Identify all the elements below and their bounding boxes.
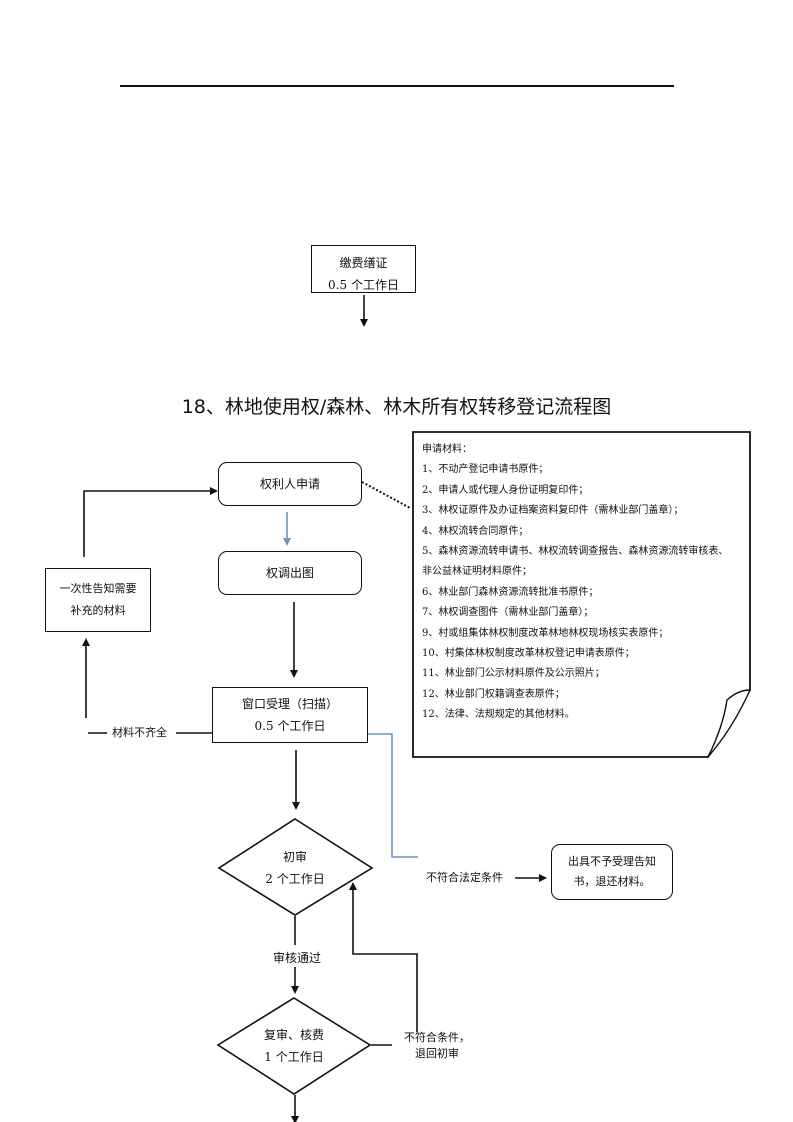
return-line2: 退回初审 bbox=[415, 1047, 459, 1060]
incomplete-label: 材料不齐全 bbox=[112, 725, 167, 741]
header-rule bbox=[120, 85, 674, 87]
materials-heading: 申请材料： bbox=[422, 444, 472, 455]
reject-line1: 出具不予受理告知 bbox=[568, 855, 656, 868]
first-review-label: 初审 bbox=[282, 850, 307, 864]
window-label: 窗口受理（扫描） bbox=[241, 697, 338, 711]
materials-item: 9、村或组集体林权制度改革林地林权现场核实表原件； bbox=[422, 627, 669, 639]
apply-label: 权利人申请 bbox=[259, 477, 320, 491]
return-label: 不符合条件， 退回初审 bbox=[404, 1030, 470, 1062]
survey-map-box: 权调出图 bbox=[218, 551, 362, 595]
arrow-notify-apply bbox=[83, 487, 218, 557]
apply-box: 权利人申请 bbox=[218, 462, 362, 506]
first-review-diamond bbox=[217, 818, 374, 916]
passed-label: 审核通过 bbox=[273, 950, 322, 966]
first-review-text: 初审 2 个工作日 bbox=[245, 846, 345, 890]
second-review-diamond bbox=[216, 997, 372, 1095]
notify-line1: 一次性告知需要 bbox=[59, 582, 137, 595]
dotted-leader bbox=[361, 481, 411, 509]
materials-item: 5、森林资源流转申请书、林权流转调查报告、森林资源流转审核表、 bbox=[422, 546, 729, 558]
reject-line2: 书，退还材料。 bbox=[573, 875, 651, 888]
materials-item: 12、林业部门权籍调查表原件； bbox=[422, 688, 565, 700]
materials-list: 申请材料： 1、不动产登记申请书原件； 2、申请人或代理人身份证明复印件； 3、… bbox=[422, 440, 728, 726]
payment-certificate-box: 缴费缮证 0.5 个工作日 bbox=[311, 245, 416, 293]
payment-label: 缴费缮证 bbox=[339, 256, 388, 270]
blue-connector bbox=[368, 733, 418, 858]
not-legal-label: 不符合法定条件 bbox=[426, 870, 503, 886]
window-acceptance-box: 窗口受理（扫描） 0.5 个工作日 bbox=[212, 687, 368, 743]
second-review-label: 复审、核费 bbox=[263, 1028, 324, 1042]
arrow-return-review bbox=[349, 882, 418, 1032]
materials-item: 6、林业部门森林资源流转批准书原件； bbox=[422, 586, 599, 598]
first-review-duration: 2 个工作日 bbox=[265, 872, 325, 886]
second-review-duration: 1 个工作日 bbox=[264, 1050, 324, 1064]
return-line1: 不符合条件， bbox=[404, 1031, 470, 1044]
materials-item: 3、林权证原件及办证档案资料复印件（需林业部门盖章）； bbox=[422, 505, 684, 517]
window-duration: 0.5 个工作日 bbox=[254, 719, 326, 733]
page-title: 18、林地使用权/森林、林木所有权转移登记流程图 bbox=[181, 396, 612, 418]
materials-item: 1、不动产登记申请书原件； bbox=[422, 464, 549, 476]
notify-line2: 补充的材料 bbox=[70, 604, 126, 617]
materials-item: 7、林权调查图件（需林业部门盖章）； bbox=[422, 607, 594, 619]
materials-item: 12、法律、法规规定的其他材料。 bbox=[422, 709, 575, 721]
second-review-text: 复审、核费 1 个工作日 bbox=[244, 1024, 344, 1068]
note-fold bbox=[707, 689, 752, 758]
materials-item: 11、林业部门公示材料原件及公示照片； bbox=[422, 668, 605, 680]
notify-box: 一次性告知需要 补充的材料 bbox=[45, 568, 151, 632]
materials-item: 10、村集体林权制度改革林权登记申请表原件； bbox=[422, 648, 635, 660]
materials-item: 2、申请人或代理人身份证明复印件； bbox=[422, 484, 589, 496]
materials-item: 非公益林证明材料原件； bbox=[422, 566, 532, 578]
materials-item: 4、林权流转合同原件； bbox=[422, 525, 529, 537]
survey-map-label: 权调出图 bbox=[265, 566, 314, 580]
payment-duration: 0.5 个工作日 bbox=[328, 278, 399, 292]
reject-notice-box: 出具不予受理告知 书，退还材料。 bbox=[551, 844, 673, 900]
